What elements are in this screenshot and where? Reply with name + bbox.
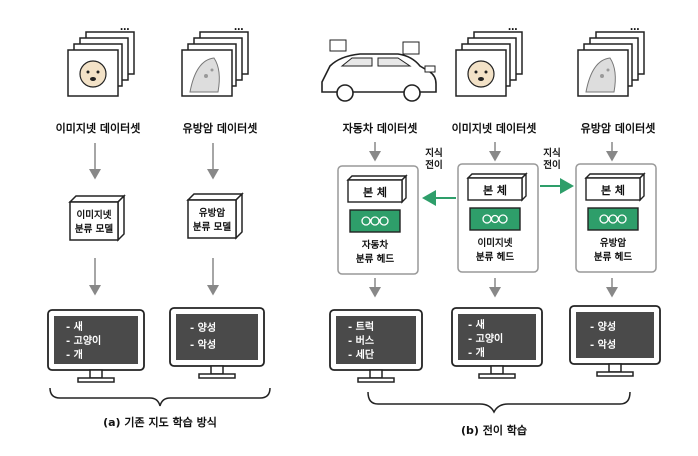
imagenet-output-monitor-right: - 새 - 고양이 - 개 xyxy=(451,307,543,379)
breast-cancer-image-stack-icon-right: … xyxy=(577,22,645,97)
car-output-3: - 세단 xyxy=(348,348,375,361)
breast-cancer-model-line1: 유방암 xyxy=(199,207,225,219)
imagenet-output-right-2: - 고양이 xyxy=(468,332,503,345)
breast-cancer-output-right-1: - 양성 xyxy=(590,320,616,333)
svg-text:…: … xyxy=(234,22,244,33)
breast-cancer-body-label: 본 체 xyxy=(601,183,625,197)
svg-text:…: … xyxy=(630,22,640,33)
imagenet-output-2: - 고양이 xyxy=(66,334,101,347)
transfer-left-line1: 지식 xyxy=(425,147,442,159)
right-brace xyxy=(367,391,631,414)
imagenet-image-stack-icon: … xyxy=(67,22,135,97)
breast-cancer-model-cube: 유방암 분류 모델 xyxy=(186,192,244,240)
car-head-line1: 자동차 xyxy=(362,239,388,251)
breast-cancer-head-line1: 유방암 xyxy=(600,237,626,249)
right-caption: (b) 전이 학습 xyxy=(461,423,527,437)
svg-text:…: … xyxy=(508,22,518,33)
imagenet-output-monitor: - 새 - 고양이 - 개 xyxy=(47,309,145,383)
breast-cancer-head-line2: 분류 헤드 xyxy=(594,251,633,263)
imagenet-head-line2: 분류 헤드 xyxy=(476,251,515,263)
imagenet-body-label: 본 체 xyxy=(483,183,507,197)
imagenet-model-line1: 이미지넷 xyxy=(77,209,112,221)
imagenet-dataset-label-right: 이미지넷 데이터셋 xyxy=(452,121,537,135)
imagenet-output-right-1: - 새 xyxy=(468,318,485,331)
imagenet-body-cube: 본 체 xyxy=(466,172,528,202)
imagenet-output-3: - 개 xyxy=(66,348,83,361)
breast-cancer-output-monitor-right: - 양성 - 악성 xyxy=(569,305,661,377)
car-head-cube: 자동차 분류 헤드 xyxy=(349,209,401,265)
breast-cancer-output-right-2: - 악성 xyxy=(590,338,616,351)
car-output-2: - 버스 xyxy=(348,334,374,347)
imagenet-head-line1: 이미지넷 xyxy=(478,237,513,249)
imagenet-head-cube: 이미지넷 분류 헤드 xyxy=(469,207,521,263)
car-body-label: 본 체 xyxy=(363,185,387,199)
breast-cancer-output-2: - 악성 xyxy=(190,338,216,351)
breast-cancer-body-cube: 본 체 xyxy=(584,172,646,202)
transfer-left-line2: 전이 xyxy=(425,159,442,171)
car-output-1: - 트럭 xyxy=(348,321,374,333)
breast-cancer-output-1: - 양성 xyxy=(190,321,216,334)
breast-cancer-image-stack-icon: … xyxy=(181,22,249,97)
breast-cancer-dataset-label: 유방암 데이터셋 xyxy=(183,121,258,135)
imagenet-output-right-3: - 개 xyxy=(468,346,485,359)
left-caption: (a) 기존 지도 학습 방식 xyxy=(103,415,217,429)
breast-cancer-dataset-label-right: 유방암 데이터셋 xyxy=(581,121,656,135)
car-body-cube: 본 체 xyxy=(346,174,408,204)
imagenet-dataset-label: 이미지넷 데이터셋 xyxy=(56,121,141,135)
imagenet-model-cube: 이미지넷 분류 모델 xyxy=(68,194,126,242)
breast-cancer-model-line2: 분류 모델 xyxy=(193,221,232,233)
transfer-right-line1: 지식 xyxy=(543,147,560,159)
car-output-monitor: - 트럭 - 버스 - 세단 xyxy=(329,309,423,383)
car-head-line2: 분류 헤드 xyxy=(356,253,395,265)
svg-text:…: … xyxy=(120,22,130,33)
breast-cancer-output-monitor: - 양성 - 악성 xyxy=(169,307,265,379)
breast-cancer-head-cube: 유방암 분류 헤드 xyxy=(587,207,639,263)
car-icon xyxy=(321,39,437,102)
imagenet-output-1: - 새 xyxy=(66,320,83,333)
imagenet-image-stack-icon-right: … xyxy=(455,22,523,97)
car-dataset-label: 자동차 데이터셋 xyxy=(343,121,418,135)
imagenet-model-line2: 분류 모델 xyxy=(75,223,114,235)
left-brace xyxy=(49,387,271,407)
transfer-right-line2: 전이 xyxy=(543,159,560,171)
